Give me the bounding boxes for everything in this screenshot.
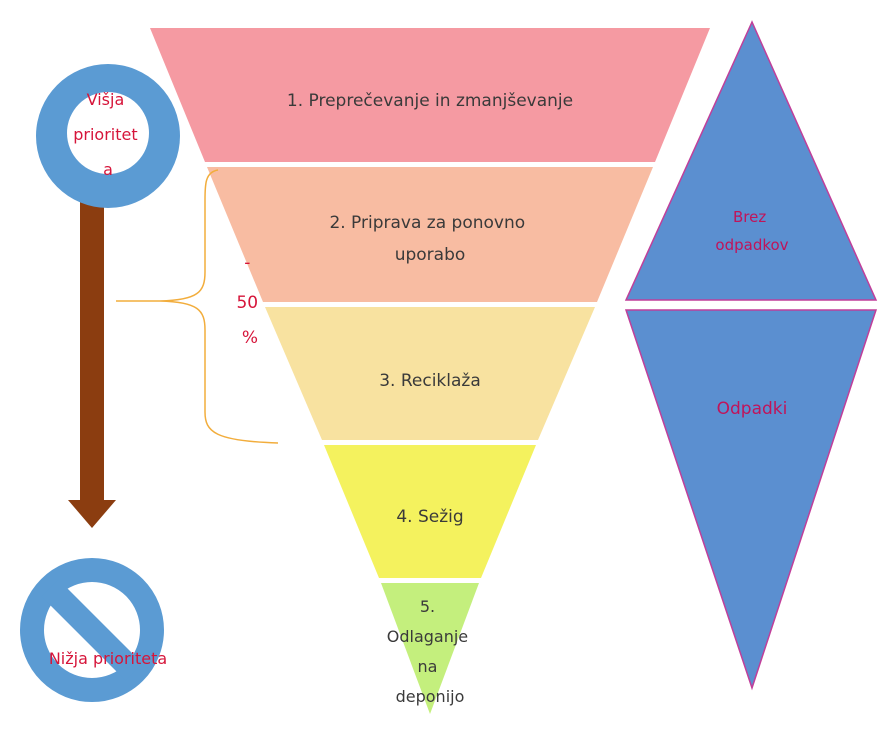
right-triangles: Brez odpadkov Odpadki [624, 20, 878, 691]
level-1-label: 1. Preprečevanje in zmanjševanje [287, 91, 573, 111]
higher-priority-hole [67, 92, 149, 174]
level-4-label: 4. Sežig [396, 507, 463, 527]
pyramid-level-4 [324, 445, 536, 578]
lower-priority-label: Nižja prioriteta [49, 649, 167, 668]
waste-label: Odpadki [717, 399, 788, 419]
level-3-label: 3. Reciklaža [379, 371, 481, 391]
lower-priority-badge: Nižja prioriteta [20, 558, 167, 702]
waste-free-label: Brez odpadkov [715, 208, 788, 254]
pyramid: 1. Preprečevanje in zmanjševanje 2. Prip… [150, 28, 710, 714]
arrow-shaft [80, 200, 104, 502]
pyramid-level-1 [150, 28, 710, 162]
pyramid-level-2 [207, 167, 653, 302]
waste-triangle [624, 309, 878, 691]
brace-path [116, 169, 279, 444]
pyramid-level-3 [265, 307, 595, 440]
waste-free-triangle [624, 20, 878, 301]
level-2-label: 2. Priprava za ponovno uporabo [329, 213, 530, 265]
no-symbol-ring [20, 558, 164, 702]
brace: - 50 % [116, 169, 279, 444]
arrow-head [68, 500, 116, 528]
pyramid-level-5 [381, 583, 479, 714]
priority-arrow [68, 200, 116, 528]
higher-priority-label: Višja prioritet a [73, 90, 142, 179]
no-symbol-slash [41, 579, 143, 681]
higher-priority-badge: Višja prioritet a [36, 64, 180, 208]
brace-percent-label: - 50 % [236, 253, 263, 348]
level-5-label: 5. Odlaganje na deponijo [387, 597, 473, 706]
